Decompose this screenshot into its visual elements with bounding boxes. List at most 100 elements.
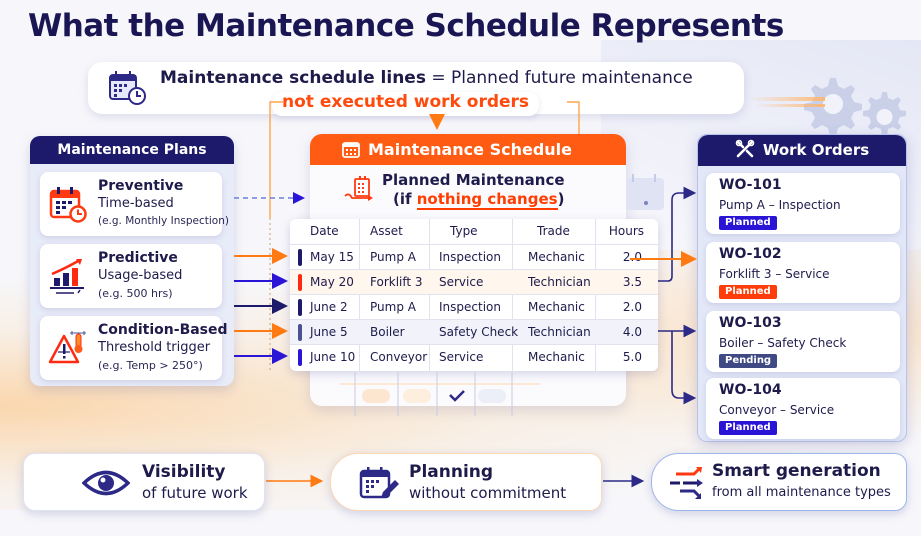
table-row[interactable]: June 10 Conveyor Service Mechanic 5.0 xyxy=(290,344,658,369)
subtitle-highlight: nothing changes xyxy=(416,190,558,210)
plan-card-preventive[interactable]: Preventive Time-based (e.g. Monthly Insp… xyxy=(40,172,229,236)
column-header-trade: Trade xyxy=(537,224,570,238)
plan-subtitle: Time-based xyxy=(98,196,174,211)
maintenance-plans-panel: Maintenance Plans Preventive Time-based … xyxy=(30,136,234,386)
banner-emphasis: not executed work orders xyxy=(272,92,540,116)
cell-date: June 10 xyxy=(310,350,356,364)
bar-chart-trend-icon xyxy=(50,258,84,294)
planned-maintenance-title: Planned Maintenance xyxy=(382,171,565,189)
cell-type: Inspection xyxy=(439,250,501,264)
cell-date: June 2 xyxy=(310,300,348,314)
tools-icon xyxy=(735,139,755,158)
plan-example: (e.g. 500 hrs) xyxy=(98,287,173,300)
smart-arrows-icon xyxy=(670,466,703,499)
work-order-card[interactable]: WO-101 Pump A – Inspection Planned xyxy=(706,173,900,234)
table-row[interactable]: May 15 Pump A Inspection Mechanic 2.0 xyxy=(290,244,658,269)
table-row[interactable]: May 20 Forklift 3 Service Technician 3.5 xyxy=(290,269,658,294)
column-divider xyxy=(595,219,596,371)
work-orders-header: Work Orders xyxy=(698,135,906,166)
status-badge: Planned xyxy=(719,421,777,435)
planned-building-icon xyxy=(344,176,373,201)
banner-meaning: = Planned future maintenance xyxy=(425,68,693,88)
planned-maintenance-subtitle: (if nothing changes) xyxy=(393,190,565,210)
cell-asset: Conveyor xyxy=(370,350,428,364)
table-row[interactable]: June 2 Pump A Inspection Mechanic 2.0 xyxy=(290,294,658,319)
plan-title: Predictive xyxy=(98,250,178,266)
banner-term: Maintenance schedule lines xyxy=(160,68,426,88)
cell-hours: 4.0 xyxy=(622,325,642,339)
plan-subtitle: Usage-based xyxy=(98,268,183,283)
benefit-subtitle: from all maintenance types xyxy=(712,485,891,500)
cell-date: May 15 xyxy=(310,250,354,264)
work-order-id: WO-102 xyxy=(719,246,782,262)
benefit-smart-generation: Smart generation from all maintenance ty… xyxy=(651,453,907,511)
cell-trade: Technician xyxy=(528,325,591,339)
cell-asset: Pump A xyxy=(370,300,416,314)
work-order-description: Boiler – Safety Check xyxy=(719,336,847,350)
plan-title: Condition-Based xyxy=(98,322,228,338)
cell-type: Inspection xyxy=(439,300,501,314)
calendar-edit-icon xyxy=(359,467,399,499)
work-order-card[interactable]: WO-102 Forklift 3 – Service Planned xyxy=(706,242,900,303)
cell-type: Service xyxy=(439,275,484,289)
work-orders-title: Work Orders xyxy=(762,141,870,159)
calendar-icon xyxy=(342,142,360,158)
benefit-title: Smart generation xyxy=(712,461,881,481)
cell-type: Service xyxy=(439,350,484,364)
cell-asset: Forklift 3 xyxy=(370,275,423,289)
column-divider xyxy=(359,219,360,371)
row-marker xyxy=(298,349,302,366)
page-title: What the Maintenance Schedule Represents xyxy=(28,8,784,44)
calendar-clock-icon xyxy=(49,187,87,223)
subtitle-post: ) xyxy=(557,190,565,208)
calendar-clock-icon xyxy=(109,71,146,105)
subtitle-pre: (if xyxy=(393,190,417,208)
cell-trade: Mechanic xyxy=(528,300,585,314)
gears-icon xyxy=(804,78,906,136)
maintenance-plans-header: Maintenance Plans xyxy=(30,136,234,164)
row-marker xyxy=(298,324,302,341)
plan-card-predictive[interactable]: Predictive Usage-based (e.g. 500 hrs) xyxy=(40,244,222,308)
work-order-card[interactable]: WO-103 Boiler – Safety Check Pending xyxy=(706,311,900,372)
schedule-table: Date Asset Type Trade Hours May 15 Pump … xyxy=(290,219,658,371)
benefit-title: Visibility xyxy=(142,462,226,482)
work-order-id: WO-104 xyxy=(719,382,782,398)
benefit-visibility: Visibility of future work xyxy=(23,453,265,511)
row-marker xyxy=(298,274,302,291)
cell-asset: Boiler xyxy=(370,325,405,339)
plan-title: Preventive xyxy=(98,178,184,194)
work-order-description: Pump A – Inspection xyxy=(719,198,841,212)
work-order-description: Forklift 3 – Service xyxy=(719,267,830,281)
benefit-subtitle: without commitment xyxy=(409,484,567,502)
column-header-hours: Hours xyxy=(608,224,644,238)
work-order-description: Conveyor – Service xyxy=(719,403,835,417)
column-divider xyxy=(512,219,513,371)
cell-trade: Technician xyxy=(528,275,591,289)
cell-trade: Mechanic xyxy=(528,350,585,364)
eye-icon xyxy=(82,470,130,496)
plan-example: (e.g. Temp > 250°) xyxy=(98,359,203,372)
column-header-asset: Asset xyxy=(370,224,403,238)
cell-hours: 2.0 xyxy=(622,250,642,264)
banner-definition-text: Maintenance schedule lines = Planned fut… xyxy=(160,68,693,88)
plan-card-condition-based[interactable]: Condition-Based Threshold trigger (e.g. … xyxy=(40,316,228,380)
work-order-card[interactable]: WO-104 Conveyor – Service Planned xyxy=(706,378,900,439)
benefit-planning: Planning without commitment xyxy=(330,453,602,511)
cell-hours: 3.5 xyxy=(622,275,642,289)
cell-hours: 5.0 xyxy=(622,350,642,364)
benefit-subtitle: of future work xyxy=(142,484,248,502)
schedule-title: Maintenance Schedule xyxy=(368,140,573,159)
maintenance-schedule-header: Maintenance Schedule xyxy=(310,134,626,165)
column-header-date: Date xyxy=(310,224,339,238)
row-marker xyxy=(298,249,302,266)
row-marker xyxy=(298,299,302,316)
work-orders-panel: Work Orders WO-101 Pump A – Inspection P… xyxy=(697,134,907,442)
status-badge: Planned xyxy=(719,285,777,299)
table-row[interactable]: June 5 Boiler Safety Check Technician 4.… xyxy=(290,319,658,344)
cell-asset: Pump A xyxy=(370,250,416,264)
work-order-id: WO-101 xyxy=(719,177,782,193)
status-badge: Planned xyxy=(719,216,777,230)
plan-example: (e.g. Monthly Inspection) xyxy=(98,215,229,227)
benefit-title: Planning xyxy=(409,462,494,482)
column-divider xyxy=(429,219,430,371)
